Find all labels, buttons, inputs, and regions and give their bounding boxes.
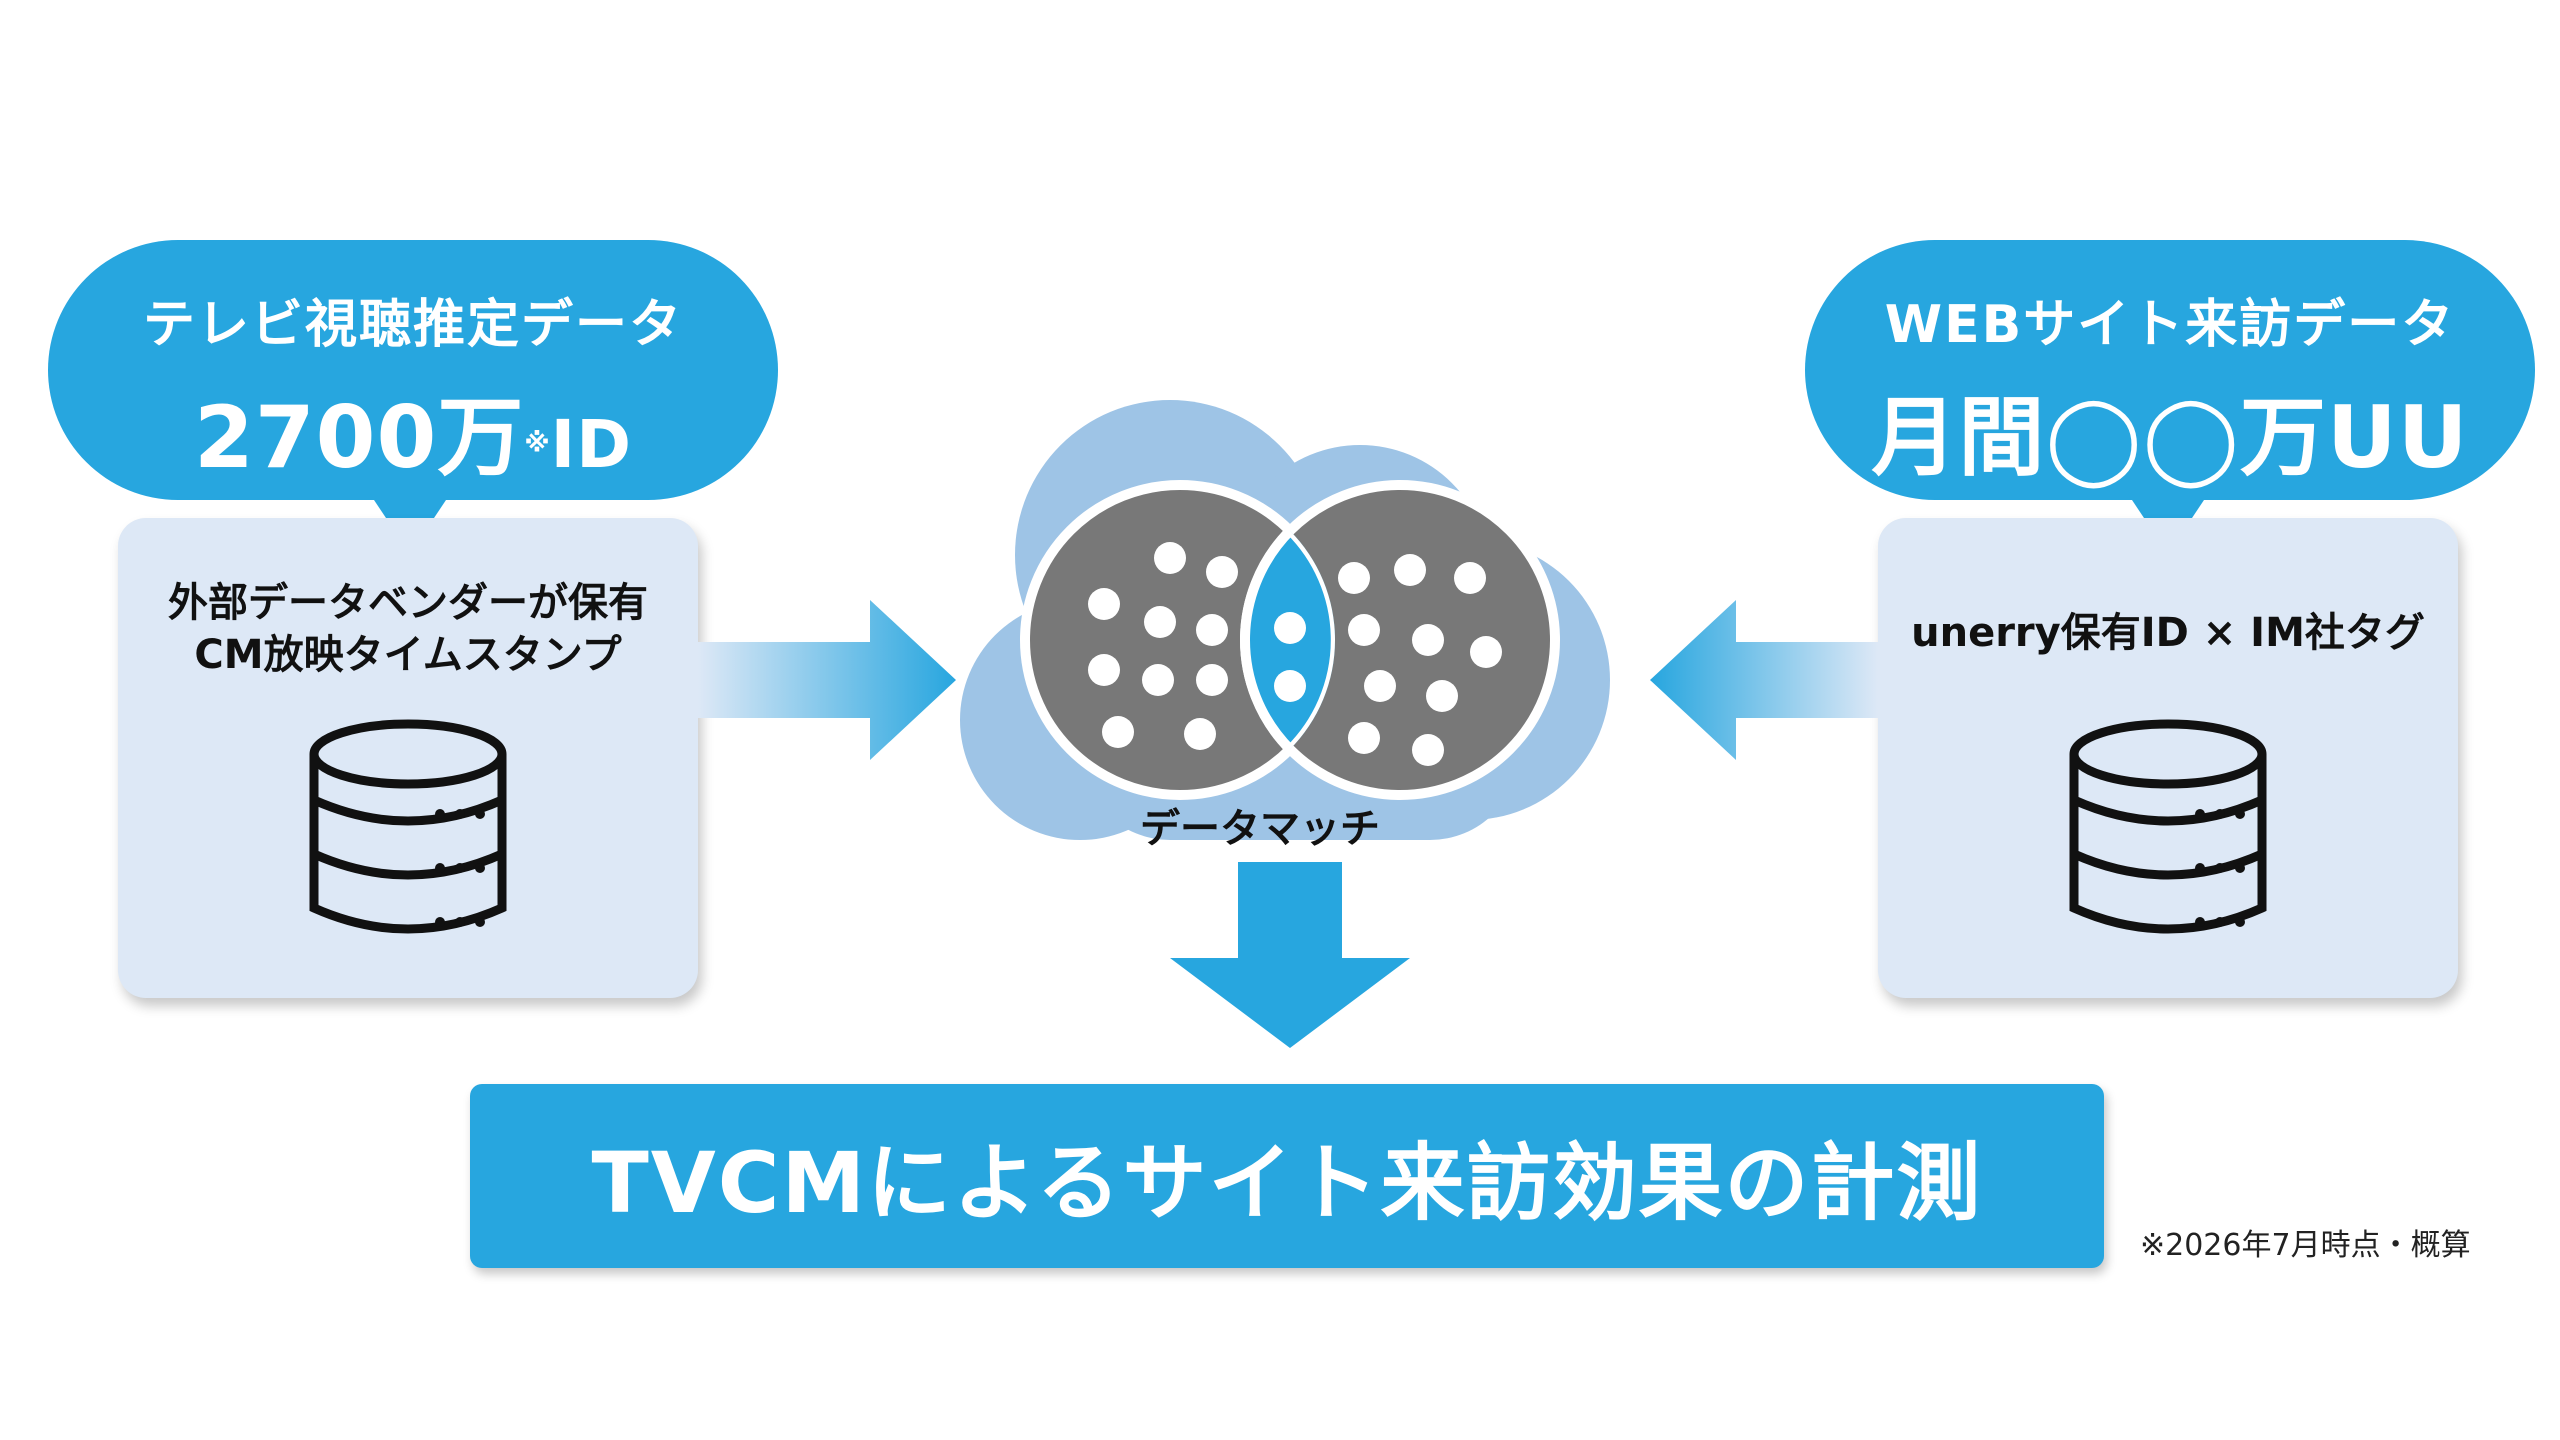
footnote: ※2026年7月時点・概算 bbox=[2140, 1228, 2471, 1263]
tv-viewing-data-value: 2700万 bbox=[194, 388, 525, 488]
result-bar: TVCMによるサイト来訪効果の計測 bbox=[470, 1084, 2104, 1268]
data-match-label: データマッチ bbox=[1140, 806, 1380, 852]
right-to-center-arrow bbox=[1650, 600, 1878, 760]
tv-viewing-data-bubble: テレビ視聴推定データ 2700万※ID bbox=[48, 240, 778, 500]
cm-timestamp-card-line2: CM放映タイムスタンプ bbox=[194, 632, 622, 678]
cm-timestamp-card-line1: 外部データベンダーが保有 bbox=[168, 580, 648, 626]
web-visit-data-title: WEBサイト来訪データ bbox=[1884, 295, 2456, 355]
database-icon bbox=[309, 719, 507, 934]
id-tag-card-text: unerry保有ID × IM社タグ bbox=[1911, 610, 2425, 656]
tv-viewing-data-count: 2700万※ID bbox=[48, 367, 778, 492]
web-visit-data-count: 月間◯◯万UU bbox=[1871, 388, 2469, 488]
data-match-cloud-icon bbox=[960, 400, 1610, 840]
database-icon bbox=[2069, 719, 2267, 934]
down-arrow bbox=[1170, 862, 1410, 1048]
tv-viewing-data-note-mark: ※ bbox=[524, 428, 551, 459]
left-to-center-arrow bbox=[698, 600, 956, 760]
result-label: TVCMによるサイト来訪効果の計測 bbox=[591, 1133, 1983, 1232]
tv-viewing-data-title: テレビ視聴推定データ bbox=[142, 295, 683, 355]
cm-timestamp-card: 外部データベンダーが保有 CM放映タイムスタンプ bbox=[118, 518, 698, 998]
tv-viewing-data-unit: ID bbox=[550, 406, 632, 483]
id-tag-card: unerry保有ID × IM社タグ bbox=[1878, 518, 2458, 998]
web-visit-data-bubble: WEBサイト来訪データ 月間◯◯万UU bbox=[1805, 240, 2535, 500]
